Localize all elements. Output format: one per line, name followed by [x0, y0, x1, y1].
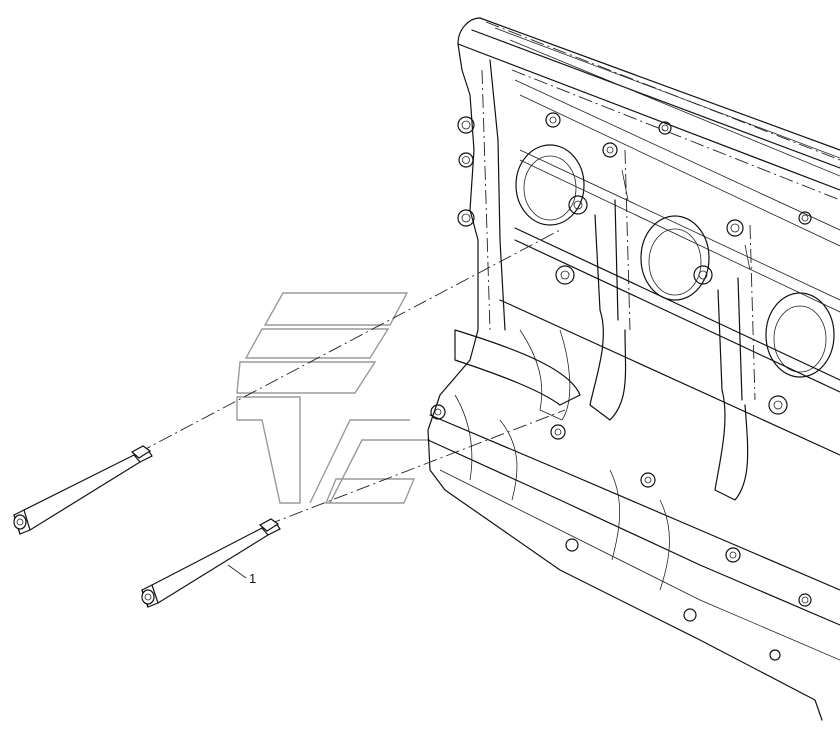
hex-standoff-pin-lower	[141, 518, 281, 608]
callout-1: 1	[227, 564, 256, 586]
assembly-lines	[137, 229, 566, 526]
brand-logo-watermark	[236, 292, 430, 504]
engine-block	[427, 17, 840, 721]
callout-label: 1	[249, 571, 256, 586]
hex-standoff-pin-upper	[13, 445, 153, 535]
